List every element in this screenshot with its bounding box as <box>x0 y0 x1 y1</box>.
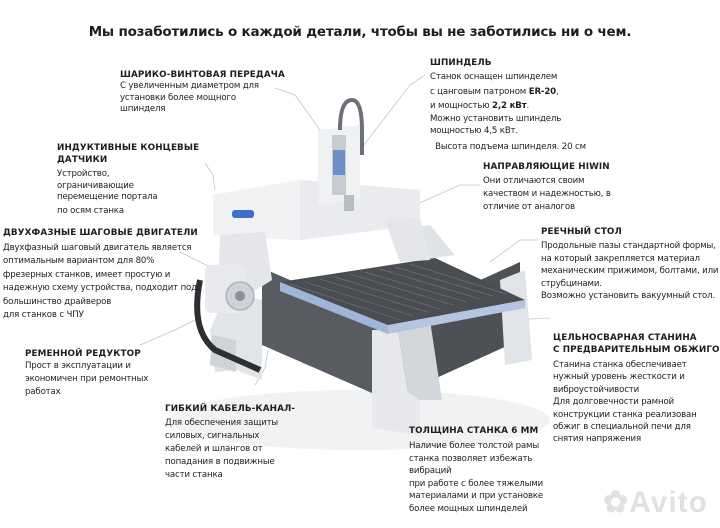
sensors-text: ограничивающие <box>57 180 134 191</box>
motors-text: надежную схему устройства, подходит под <box>3 283 197 294</box>
rails-text: Они отличаются своим <box>483 176 585 186</box>
cable-text: силовых, сигнальных <box>165 431 260 441</box>
thickness-text: материалами и при установке <box>409 491 544 501</box>
ballscrew-text: С увеличенным диаметром для <box>120 81 259 91</box>
cable-text: попадания в подвижные <box>165 457 275 467</box>
spindle-power-line: и мощностью 2,2 кВт. <box>430 100 586 113</box>
frame-text: виброустойчивости <box>553 384 640 395</box>
ballscrew-text: установки более мощного <box>120 92 236 103</box>
thickness-text: вибраций <box>409 466 452 476</box>
table-heading: РЕЕЧНЫЙ СТОЛ <box>541 227 622 237</box>
motors-text: для станков с ЧПУ <box>3 310 84 321</box>
rails-heading: НАПРАВЛЯЮЩИЕ HIWIN <box>483 162 610 172</box>
reducer-heading: РЕМЕННОЙ РЕДУКТОР <box>25 349 141 359</box>
rails-text: качеством и надежностью, в <box>483 189 611 199</box>
frame-text: обжиг в специальной печи для <box>553 422 691 433</box>
frame-text: Станина станка обеспечивает <box>553 360 687 370</box>
motors-text: большинство драйверов <box>3 296 112 307</box>
thickness-text: при работе с более тяжелыми <box>409 478 544 489</box>
motors-text: Двухфазный шаговый двигатель является <box>3 243 192 253</box>
rails-block: НАПРАВЛЯЮЩИЕ HIWIN Они отличаются своим … <box>483 161 611 214</box>
reducer-text: работах <box>25 387 61 397</box>
table-text: Возможно установить вакуумный стол. <box>541 291 716 302</box>
power-value: 2,2 кВт <box>492 101 527 111</box>
motors-text: оптимальным вариантом для 80% <box>3 256 155 267</box>
spindle-text: Станок оснащен шпинделем <box>430 72 558 82</box>
avito-watermark-logo: ✿Avito <box>602 486 708 519</box>
sensors-text: Устройство, <box>57 169 110 179</box>
sensors-heading: ДАТЧИКИ <box>57 155 108 165</box>
ballscrew-text: шпинделя <box>120 104 166 114</box>
frame-text: нужный уровень жесткости и <box>553 372 685 383</box>
sensors-text: перемещение портала <box>57 192 158 202</box>
sensors-block: ИНДУКТИВНЫЕ КОНЦЕВЫЕ ДАТЧИКИ Устройство,… <box>57 142 199 217</box>
collet-value: ER-20 <box>528 86 556 97</box>
frame-block: ЦЕЛЬНОСВАРНАЯ СТАНИНА С ПРЕДВАРИТЕЛЬНЫМ … <box>553 332 720 446</box>
spindle-text: с цанговым патроном <box>430 86 529 97</box>
cable-block: ГИБКИЙ КАБЕЛЬ-КАНАЛ- Для обеспечения защ… <box>165 403 295 482</box>
motors-text: фрезерных станков, имеет простую и <box>3 269 171 280</box>
spindle-block: ШПИНДЕЛЬ Станок оснащен шпинделем с цанг… <box>430 57 586 153</box>
table-text: механическим прижимом, болтами, или <box>541 266 719 277</box>
spindle-text: мощностью 4,5 кВт. <box>430 126 518 136</box>
spindle-collet-line: с цанговым патроном ER-20, <box>430 86 586 99</box>
spindle-lift-text: Высота подъема шпинделя. 20 см <box>430 141 586 152</box>
spindle-text: , <box>556 86 559 97</box>
spindle-text: . <box>526 101 530 111</box>
table-text: струбцинами. <box>541 278 602 289</box>
spindle-text: Можно установить шпиндель <box>430 113 562 124</box>
cable-heading: ГИБКИЙ КАБЕЛЬ-КАНАЛ- <box>165 404 296 414</box>
table-text: на который закрепляется материал <box>541 253 700 264</box>
table-block: РЕЕЧНЫЙ СТОЛ Продольные пазы стандартной… <box>541 226 719 303</box>
cable-text: части станка <box>165 470 223 480</box>
table-text: Продольные пазы стандартной формы, <box>541 241 716 251</box>
motors-heading: ДВУХФАЗНЫЕ ШАГОВЫЕ ДВИГАТЕЛИ <box>3 228 198 238</box>
thickness-text: более мощных шпинделей <box>409 503 528 514</box>
frame-heading: С ПРЕДВАРИТЕЛЬНЫМ ОБЖИГОМ <box>553 345 720 355</box>
thickness-text: станка позволяет избежать <box>409 453 533 464</box>
page-title: Мы позаботились о каждой детали, чтобы в… <box>88 24 632 40</box>
sensors-heading: ИНДУКТИВНЫЕ КОНЦЕВЫЕ <box>57 143 200 153</box>
spindle-text: и мощностью <box>430 101 492 111</box>
frame-text: Для долговечности рамной <box>553 397 674 408</box>
cable-text: кабелей и шлангов от <box>165 444 263 454</box>
frame-heading: ЦЕЛЬНОСВАРНАЯ СТАНИНА <box>553 333 697 343</box>
thickness-heading: ТОЛЩИНА СТАНКА 6 ММ <box>409 426 539 436</box>
reducer-block: РЕМЕННОЙ РЕДУКТОР Прост в эксплуатации и… <box>25 348 148 399</box>
frame-text: конструкции станка реализован <box>553 409 697 420</box>
table-slots <box>289 263 507 321</box>
ballscrew-heading: ШАРИКО-ВИНТОВАЯ ПЕРЕДАЧА <box>120 70 285 80</box>
thickness-block: ТОЛЩИНА СТАНКА 6 ММ Наличие более толсто… <box>409 425 543 515</box>
spindle-heading: ШПИНДЕЛЬ <box>430 58 492 68</box>
frame-text: снятия напряжения <box>553 434 641 445</box>
cable-text: Для обеспечения защиты <box>165 418 279 428</box>
thickness-text: Наличие более толстой рамы <box>409 441 539 451</box>
reducer-text: Прост в эксплуатации и <box>25 361 131 371</box>
reducer-text: экономичен при ремонтных <box>25 374 149 384</box>
ballscrew-block: ШАРИКО-ВИНТОВАЯ ПЕРЕДАЧА С увеличенным д… <box>120 69 285 116</box>
motors-block: ДВУХФАЗНЫЕ ШАГОВЫЕ ДВИГАТЕЛИ Двухфазный … <box>3 227 198 322</box>
sensors-text: по осям станка <box>57 205 124 216</box>
rails-text: отличие от аналогов <box>483 202 575 212</box>
